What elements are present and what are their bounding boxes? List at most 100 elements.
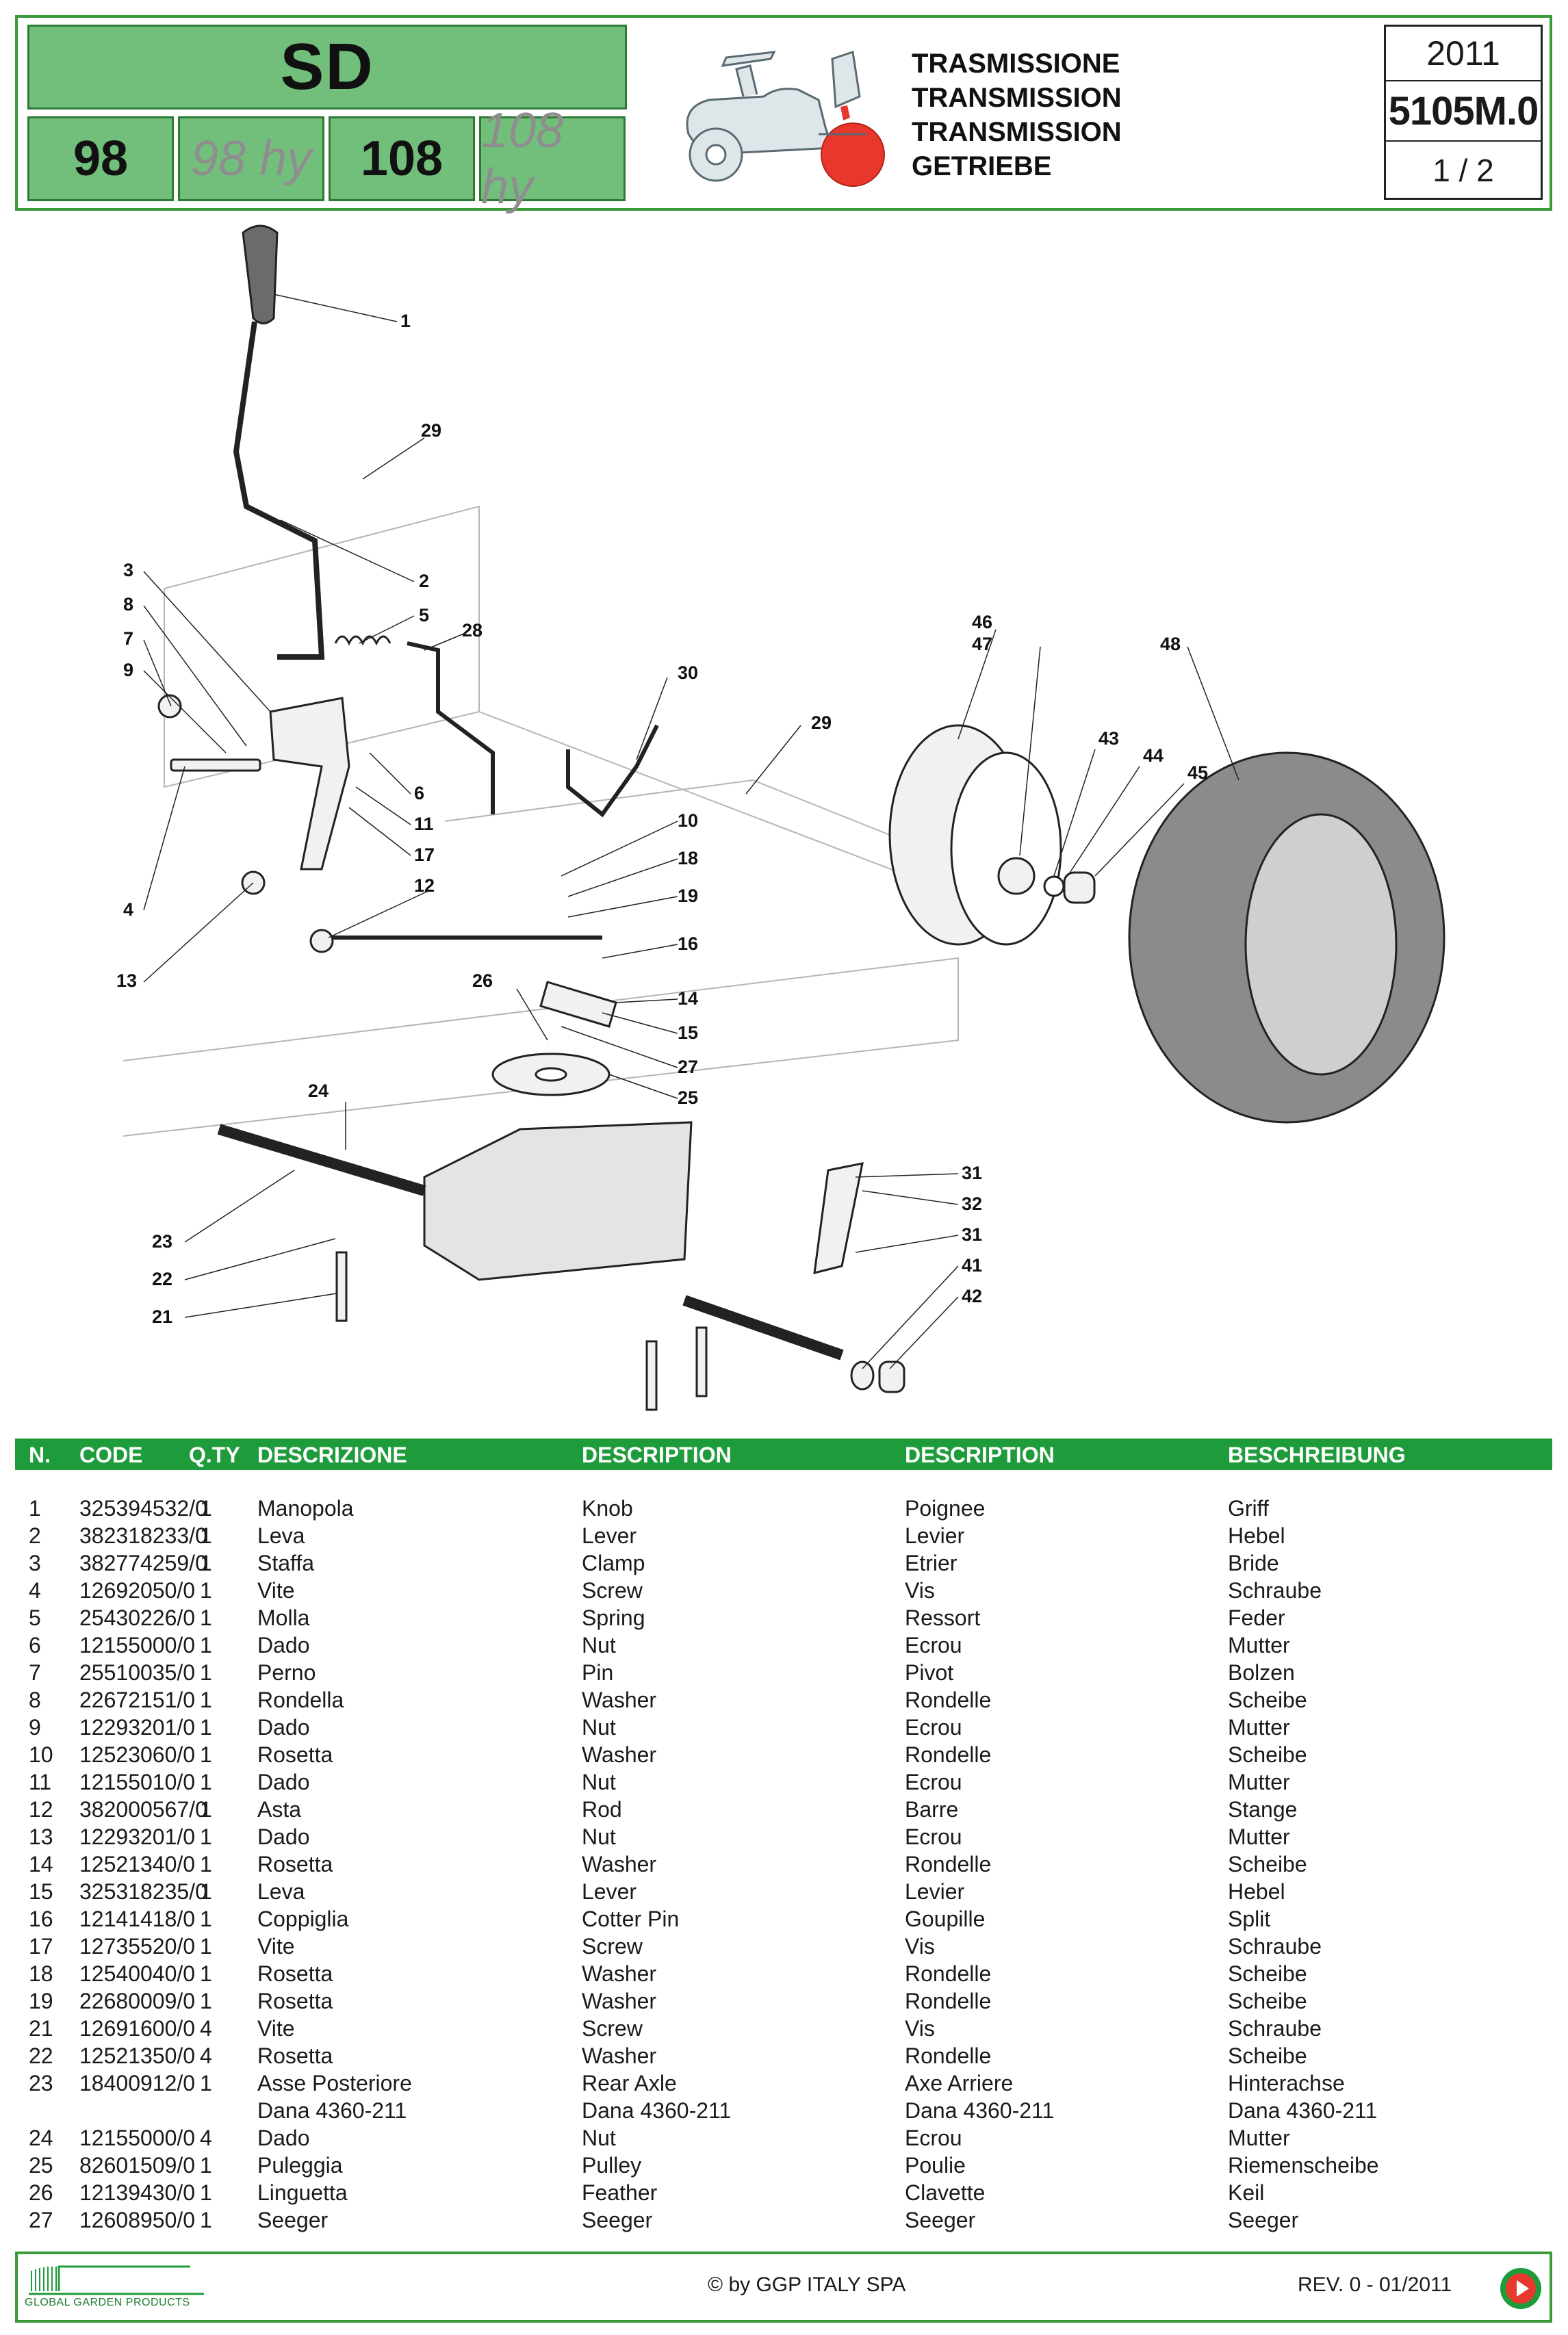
spring-part — [334, 635, 391, 646]
callout-3: 3 — [123, 560, 133, 580]
model-108[interactable]: 108 — [329, 116, 475, 201]
callout-8: 8 — [123, 594, 133, 615]
cell-n: 17 — [29, 1934, 53, 1959]
clamp-part — [269, 697, 350, 870]
page-footer: GLOBAL GARDEN PRODUCTS © by GGP ITALY SP… — [15, 2252, 1552, 2323]
cell-qty: 1 — [200, 1824, 212, 1849]
callout-5: 5 — [419, 605, 429, 625]
cell-en: Knob — [582, 1496, 633, 1521]
cell-en: Nut — [582, 1633, 616, 1657]
cell-it: Vite — [257, 1578, 295, 1603]
cell-de: Scheibe — [1228, 1989, 1307, 2013]
callout-28: 28 — [462, 620, 483, 641]
cell-de: Split — [1228, 1907, 1271, 1931]
callout-43: 43 — [1098, 728, 1119, 749]
cell-n: 24 — [29, 2126, 53, 2150]
exploded-parts-diagram: 1 29 3 2 8 5 28 7 9 30 29 6 11 10 17 18 … — [116, 224, 1445, 1411]
model-98-hy[interactable]: 98 hy — [178, 116, 324, 201]
cell-it: Leva — [257, 1523, 305, 1548]
cell-n: 5 — [29, 1605, 41, 1630]
callout-25: 25 — [678, 1087, 698, 1108]
cell-n: 22 — [29, 2043, 53, 2068]
cell-fr: Rondelle — [905, 2043, 992, 2068]
cell-it: Vite — [257, 1934, 295, 1959]
cell-it: Molla — [257, 1605, 310, 1630]
cell-de: Mutter — [1228, 1633, 1290, 1657]
cell-fr: Vis — [905, 1578, 935, 1603]
callout-47: 47 — [972, 634, 992, 654]
callout-32: 32 — [962, 1194, 982, 1214]
cell-code: 25510035/0 — [79, 1660, 196, 1685]
bent-rod-30 — [566, 724, 659, 818]
cell-en: Lever — [582, 1879, 637, 1904]
section-titles: TRASMISSIONE TRANSMISSION TRANSMISSION G… — [912, 47, 1122, 183]
cell-fr: Ecrou — [905, 1824, 962, 1849]
callout-23: 23 — [152, 1231, 172, 1252]
cell-n: 7 — [29, 1660, 41, 1685]
cell-en: Seeger — [582, 2208, 653, 2232]
cell-qty: 4 — [200, 2126, 212, 2150]
callout-9: 9 — [123, 660, 133, 680]
cell-fr: Dana 4360-211 — [905, 2098, 1055, 2123]
cell-fr: Goupille — [905, 1907, 986, 1931]
document-code: 5105M.0 — [1386, 81, 1541, 142]
cell-code: 12540040/0 — [79, 1961, 196, 1986]
cell-n: 16 — [29, 1907, 53, 1931]
header-desc-it: DESCRIZIONE — [257, 1443, 407, 1467]
cell-en: Nut — [582, 1824, 616, 1849]
callout-30: 30 — [678, 662, 698, 683]
cell-en: Washer — [582, 1688, 657, 1712]
document-year: 2011 — [1386, 27, 1541, 81]
brand-name: GLOBAL GARDEN PRODUCTS — [25, 2297, 190, 2308]
cell-n: 9 — [29, 1715, 41, 1740]
cell-qty: 1 — [200, 1907, 212, 1931]
cell-it: Rosetta — [257, 1989, 333, 2013]
bushing-42 — [878, 1360, 905, 1393]
document-info: 2011 5105M.0 1 / 2 — [1384, 25, 1543, 200]
cell-it: Rosetta — [257, 1852, 333, 1876]
cell-de: Dana 4360-211 — [1228, 2098, 1378, 2123]
cell-de: Feder — [1228, 1605, 1285, 1630]
cell-de: Mutter — [1228, 2126, 1290, 2150]
cell-en: Rear Axle — [582, 2071, 677, 2095]
cell-fr: Levier — [905, 1879, 965, 1904]
header-desc-en: DESCRIPTION — [582, 1443, 732, 1467]
cell-qty: 1 — [200, 2208, 212, 2232]
model-108-hy[interactable]: 108 hy — [479, 103, 626, 214]
cell-en: Washer — [582, 2043, 657, 2068]
rim-hub — [997, 857, 1036, 895]
cell-en: Feather — [582, 2180, 658, 2205]
cell-n: 8 — [29, 1688, 41, 1712]
cell-it: Rosetta — [257, 1961, 333, 1986]
cell-fr: Levier — [905, 1523, 965, 1548]
cell-it: Asta — [257, 1797, 302, 1822]
cell-code: 22680009/0 — [79, 1989, 196, 2013]
title-it: TRASMISSIONE — [912, 49, 1120, 79]
cell-fr: Poulie — [905, 2153, 966, 2178]
cell-code: 382774259/0 — [79, 1551, 207, 1575]
next-page-button[interactable] — [1499, 2267, 1543, 2310]
cell-de: Mutter — [1228, 1824, 1290, 1849]
cell-it: Perno — [257, 1660, 316, 1685]
model-98[interactable]: 98 — [27, 116, 174, 201]
callout-17: 10 — [678, 810, 698, 831]
cell-it: Staffa — [257, 1551, 315, 1575]
cell-de: Bolzen — [1228, 1660, 1295, 1685]
cell-n: 11 — [29, 1770, 52, 1794]
cell-n: 1 — [29, 1496, 41, 1521]
cell-qty: 1 — [200, 1852, 212, 1876]
cell-it: Dado — [257, 1633, 310, 1657]
cell-de: Keil — [1228, 2180, 1265, 2205]
cell-fr: Rondelle — [905, 1989, 992, 2013]
cell-qty: 1 — [200, 1551, 212, 1575]
callout-22: 22 — [152, 1269, 172, 1289]
cell-n: 27 — [29, 2208, 53, 2232]
cell-de: Bride — [1228, 1551, 1279, 1575]
cell-en: Cotter Pin — [582, 1907, 680, 1931]
cell-de: Schraube — [1228, 2016, 1322, 2041]
cell-it: Dado — [257, 1824, 310, 1849]
